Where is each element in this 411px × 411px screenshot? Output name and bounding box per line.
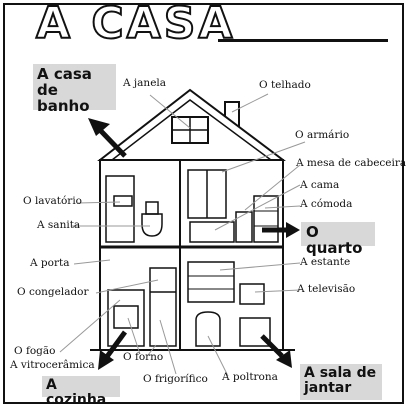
label-bed: A cama: [300, 179, 340, 191]
toilet-shape: [141, 213, 163, 237]
arrow-bathroom: [98, 128, 127, 158]
roof-inner-line: [111, 99, 272, 161]
armchair-shape: [195, 311, 221, 347]
label-dresser: A cómoda: [300, 198, 353, 210]
dresser-shape: [253, 195, 279, 243]
stove-shape: [107, 289, 145, 347]
label-washbasin: O lavatório: [23, 195, 82, 207]
worksheet-title: A CASA: [35, 0, 236, 49]
arrow-dining: [260, 334, 284, 358]
label-wardrobe: O armário: [295, 129, 350, 141]
bed-shape: [189, 221, 235, 243]
house-body: [99, 159, 284, 351]
label-roof: O telhado: [259, 79, 311, 91]
label-window: A janela: [123, 77, 167, 89]
label-stove: O fogão: [14, 345, 56, 357]
label-door: A porta: [30, 257, 70, 269]
worksheet-frame: [3, 3, 404, 404]
label-fridge: O frigorífico: [143, 373, 208, 385]
fridge-shape: [149, 267, 177, 347]
label-freezer: O congelador: [17, 286, 89, 298]
tv-shape: [239, 283, 265, 305]
bookcase-shape: [187, 261, 235, 303]
room-label-bathroom: A casa de banho: [33, 64, 116, 113]
label-television: A televisão: [297, 283, 356, 295]
label-toilet: A sanita: [37, 219, 81, 231]
label-bookcase: A estante: [300, 256, 351, 268]
room-label-bedroom: O quarto: [301, 222, 375, 256]
label-oven: O forno: [123, 351, 164, 363]
room-label-kitchen: A cozinha: [42, 376, 120, 407]
name-write-line: [218, 39, 388, 42]
nightstand-shape: [235, 211, 253, 243]
table-shape: [239, 317, 271, 347]
label-ceramic-hob: A vitrocerâmica: [10, 359, 95, 371]
arrow-kitchen: [103, 330, 128, 360]
oven-shape: [113, 305, 139, 329]
label-nightstand: A mesa de cabeceira: [296, 157, 407, 169]
room-label-dining-room: A sala de jantar: [300, 364, 382, 400]
bathroom-door: [105, 175, 135, 243]
label-armchair: A poltrona: [222, 371, 278, 383]
washbasin-shape: [113, 195, 133, 207]
